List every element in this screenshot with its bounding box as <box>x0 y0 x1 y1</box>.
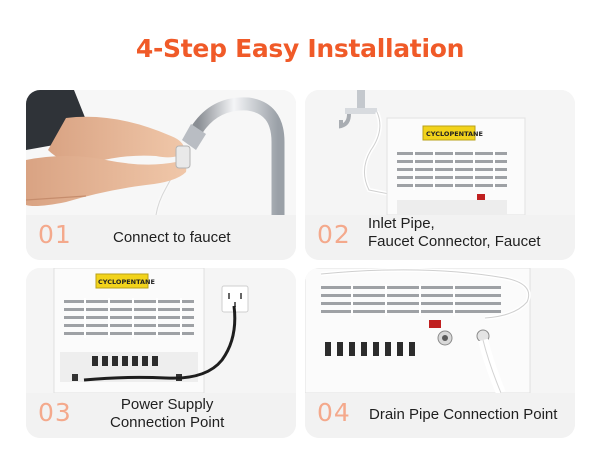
step-number: 04 <box>317 398 351 427</box>
step-caption: 04 Drain Pipe Connection Point <box>305 393 575 438</box>
step-number: 02 <box>317 220 351 249</box>
step-card-2: CYCLOPENTANE 02 Inlet Pipe, F <box>305 90 575 260</box>
step-label: Inlet Pipe, Faucet Connector, Faucet <box>368 215 541 251</box>
power-supply-photo: CYCLOPENTANE <box>26 268 296 393</box>
step-label: Connect to faucet <box>113 229 231 247</box>
inlet-pipe-photo: CYCLOPENTANE <box>305 90 575 215</box>
step-label-line: Connect to faucet <box>113 229 231 246</box>
step-label: Drain Pipe Connection Point <box>369 406 557 424</box>
step-card-3: CYCLOPENTANE <box>26 268 296 438</box>
step-card-1: 01 Connect to faucet <box>26 90 296 260</box>
step-label-line: Drain Pipe Connection Point <box>369 406 558 423</box>
step-label-line: Connection Point <box>110 414 225 431</box>
faucet-connection-photo <box>26 90 296 215</box>
drain-pipe-photo <box>305 268 575 393</box>
warning-label-text: CYCLOPENTANE <box>98 278 155 286</box>
step-label-line: Power Supply <box>120 396 214 413</box>
step-caption: 03 Power Supply Connection Point <box>26 393 296 438</box>
step-caption: 02 Inlet Pipe, Faucet Connector, Faucet <box>305 215 575 260</box>
step-number: 01 <box>38 220 72 249</box>
step-number: 03 <box>38 398 72 427</box>
step-caption: 01 Connect to faucet <box>26 215 296 260</box>
step-label-line: Inlet Pipe, <box>368 215 435 232</box>
step-card-4: 04 Drain Pipe Connection Point <box>305 268 575 438</box>
page-title: 4-Step Easy Installation <box>135 34 465 63</box>
step-label-line: Faucet Connector, Faucet <box>368 233 541 250</box>
step-label: Power Supply Connection Point <box>110 396 224 432</box>
warning-label-text: CYCLOPENTANE <box>426 130 483 138</box>
